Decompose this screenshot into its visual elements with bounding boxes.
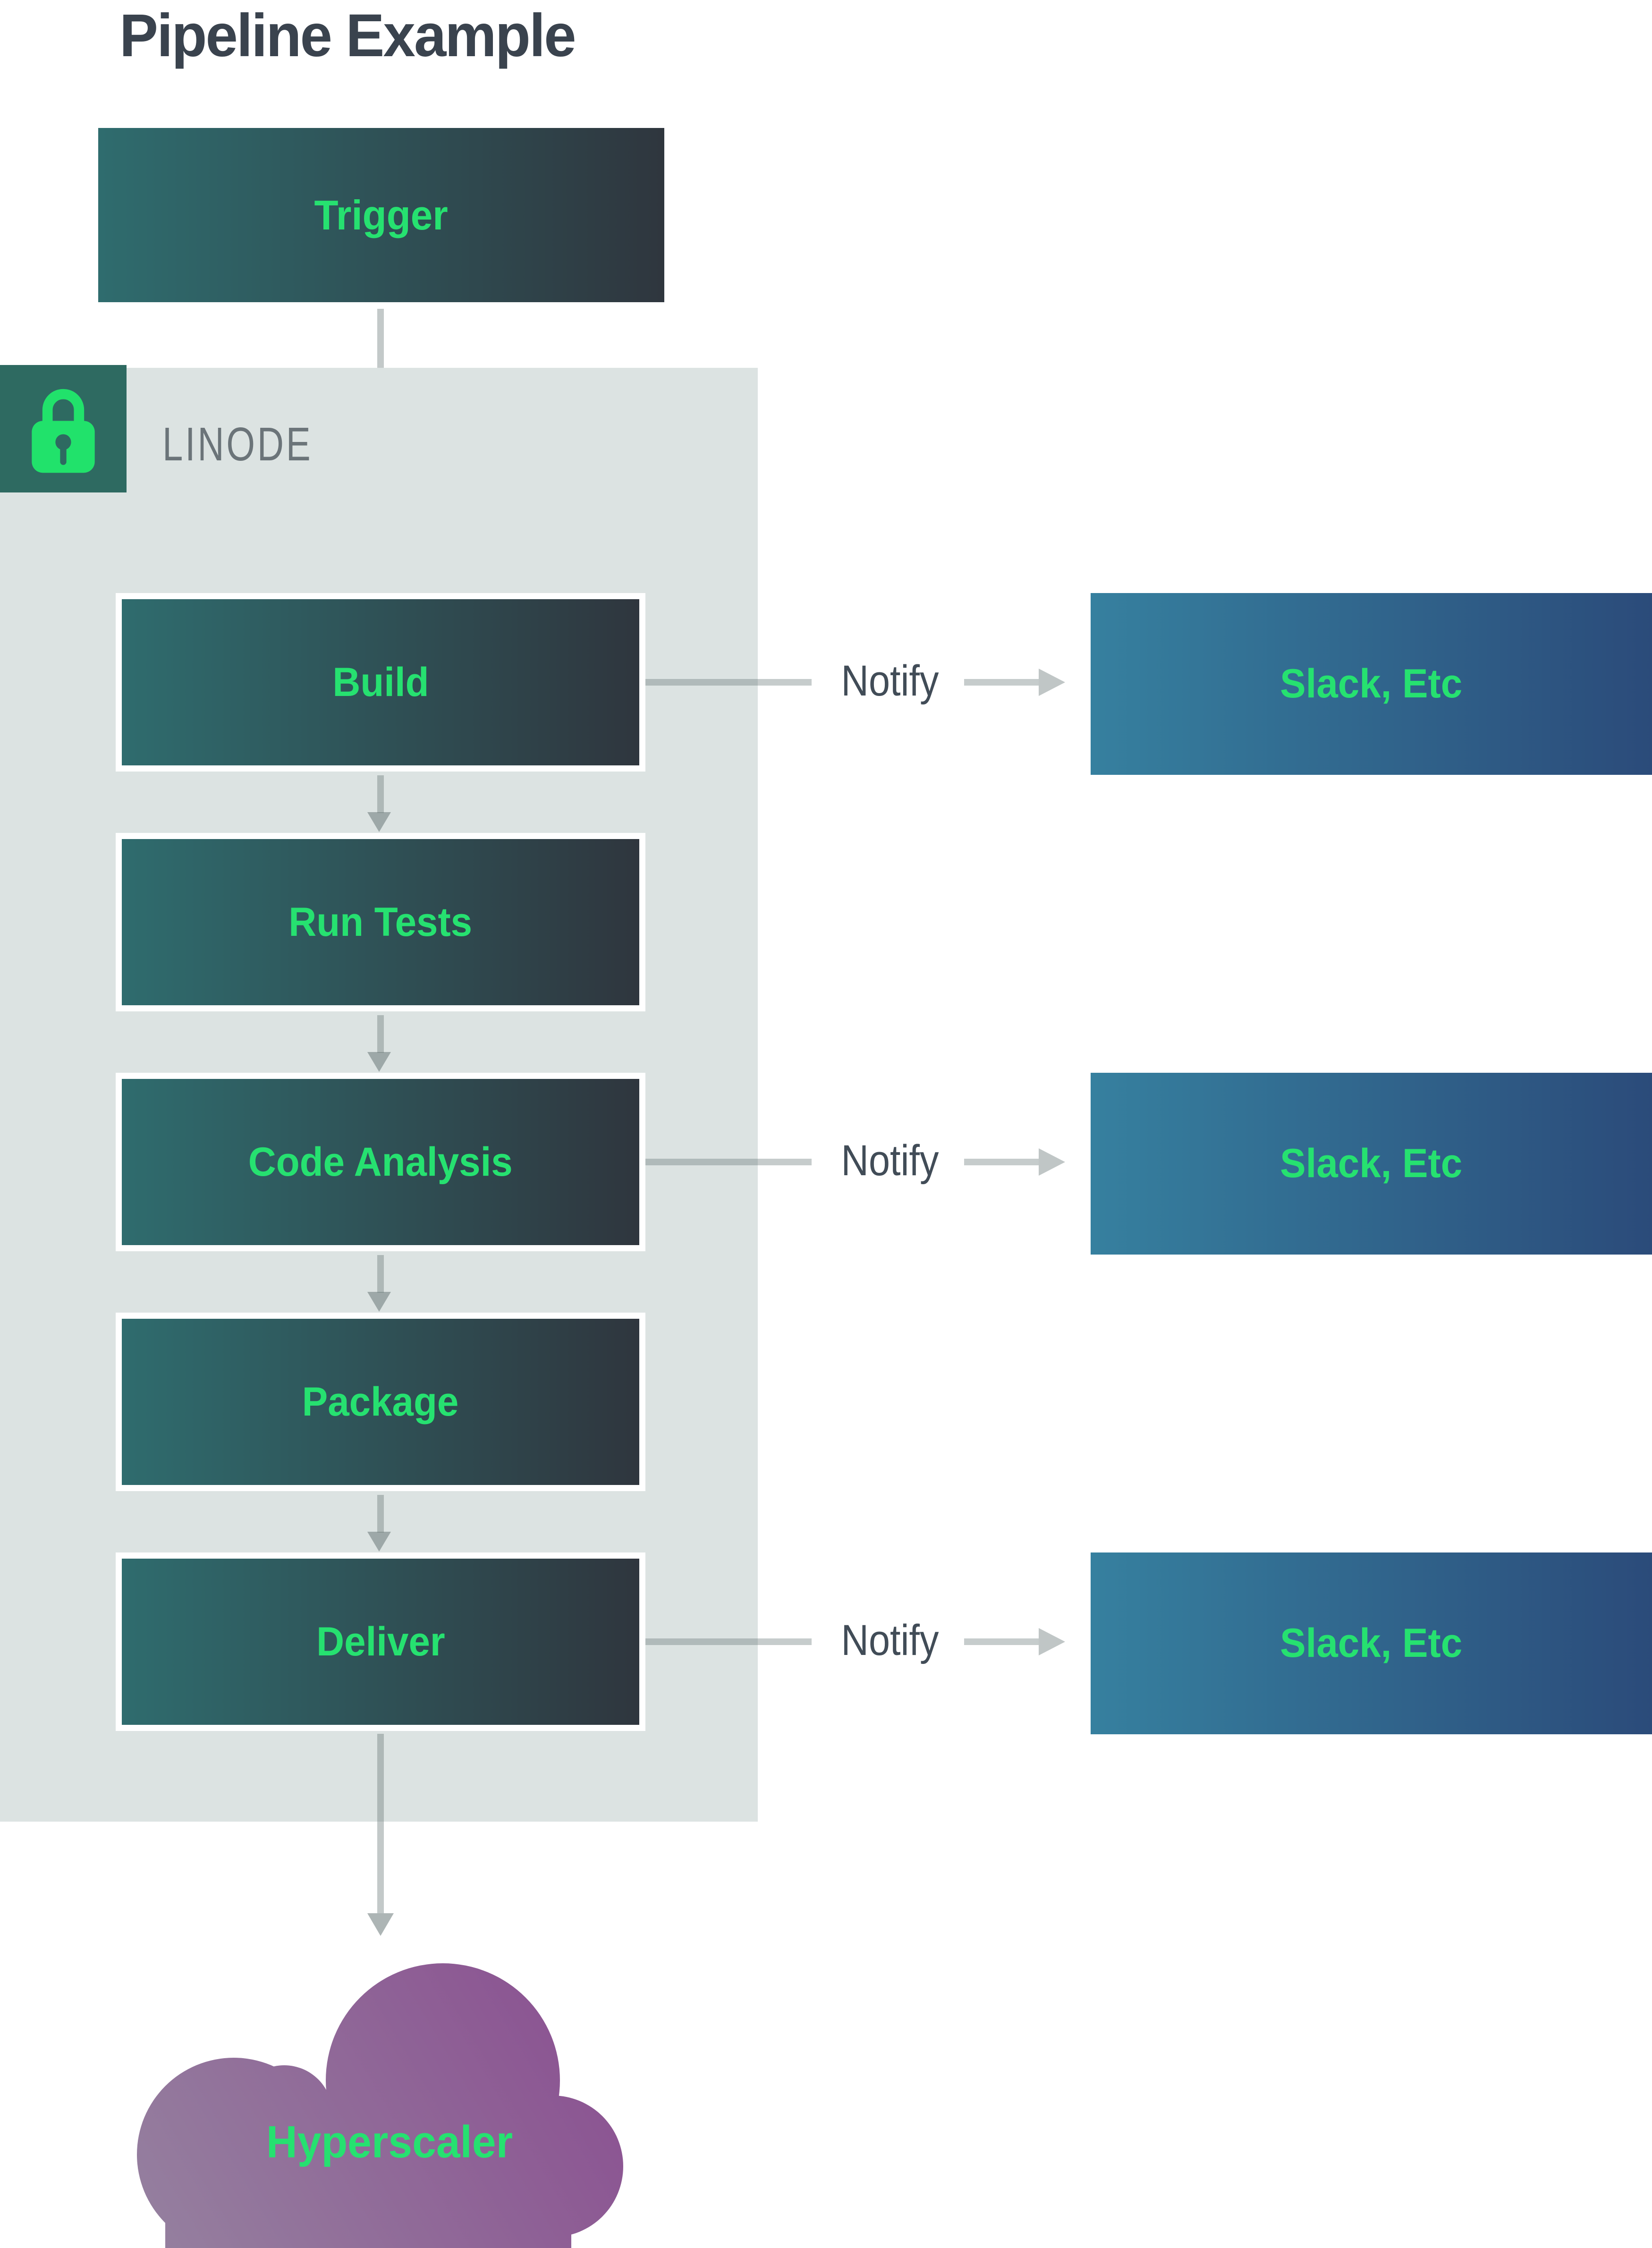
arrow-shaft (377, 775, 384, 813)
platform-label: LINODE (162, 418, 313, 471)
stage-label: Package (302, 1379, 459, 1425)
trigger-box: Trigger (98, 128, 664, 302)
slack-label: Slack, Etc (1280, 661, 1463, 706)
notify-arrow-shaft (964, 1159, 1039, 1165)
notify-label: Notify (841, 1137, 939, 1185)
stage-box-deliver: Deliver (116, 1552, 645, 1731)
arrow-head-icon (367, 1052, 391, 1072)
stage-box-run-tests: Run Tests (116, 833, 645, 1011)
hyperscaler-cloud (137, 1959, 623, 2248)
stage-label: Code Analysis (248, 1139, 513, 1185)
stage-label: Run Tests (288, 899, 473, 945)
stage-box-build: Build (116, 593, 645, 772)
notify-line (645, 1638, 812, 1645)
arrow-shaft (377, 1255, 384, 1293)
stage-box-package: Package (116, 1313, 645, 1491)
notify-label: Notify (841, 657, 939, 705)
notify-arrow-shaft (964, 679, 1039, 686)
slack-label: Slack, Etc (1280, 1141, 1463, 1186)
stage-box-code-analysis: Code Analysis (116, 1073, 645, 1251)
arrow-head-icon (367, 1532, 391, 1552)
notify-target-box-slack: Slack, Etc (1091, 1552, 1652, 1734)
notify-target-box-slack: Slack, Etc (1091, 1073, 1652, 1255)
lock-badge (0, 365, 127, 492)
arrow-head-icon (367, 812, 391, 832)
cloud-icon (137, 1963, 623, 2248)
slack-label: Slack, Etc (1280, 1620, 1463, 1666)
notify-line (645, 1159, 812, 1165)
trigger-label: Trigger (314, 191, 449, 238)
stage-label: Deliver (316, 1619, 445, 1664)
notify-target-box-slack: Slack, Etc (1091, 593, 1652, 775)
arrow-head-icon (1039, 1628, 1065, 1655)
arrow-head-icon (1039, 1148, 1065, 1176)
arrow-head-icon (1039, 669, 1065, 696)
notify-arrow-shaft (964, 1638, 1039, 1645)
arrow-shaft (377, 1495, 384, 1533)
page-title: Pipeline Example (119, 2, 576, 69)
arrow-head-icon (367, 1292, 391, 1312)
notify-line (645, 679, 812, 686)
arrow-shaft (377, 1015, 384, 1053)
stage-label: Build (332, 659, 429, 705)
lock-icon (32, 389, 95, 473)
arrow-head-icon (367, 1913, 394, 1936)
arrow-shaft (377, 1734, 384, 1913)
notify-label: Notify (841, 1616, 939, 1664)
cloud-label: Hyperscaler (266, 2117, 513, 2167)
